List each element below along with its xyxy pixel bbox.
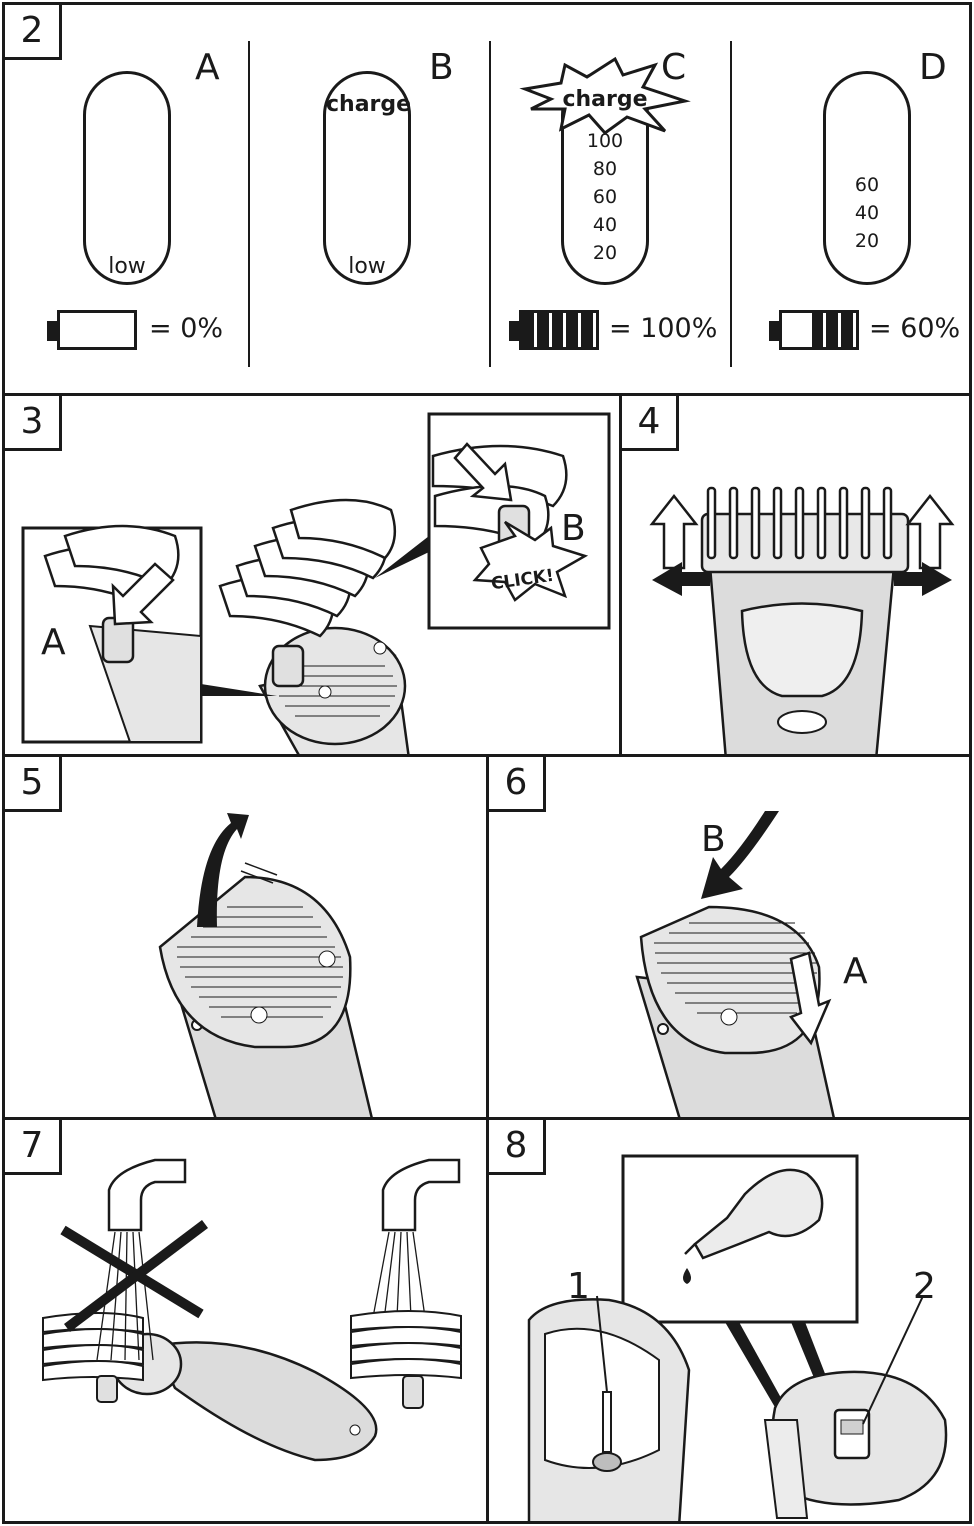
divider: [730, 41, 732, 367]
battery-segment: [841, 313, 853, 347]
level-40: 40: [592, 214, 618, 236]
level-60: 60: [592, 186, 618, 208]
level-100: 100: [586, 130, 624, 152]
panel-number: 8: [489, 1120, 546, 1175]
step-label-a: A: [41, 622, 66, 663]
low-label: low: [108, 254, 146, 279]
comb-remove-illustration: [649, 486, 955, 754]
battery-segment: [782, 313, 794, 347]
indicator-display: charge low: [323, 71, 411, 285]
battery-percentage: = 0%: [149, 313, 224, 344]
panel-8: 8 1 2: [486, 1117, 972, 1524]
panel-number: 5: [5, 757, 62, 812]
panel-number: 3: [5, 396, 62, 451]
battery-segment: [826, 313, 839, 347]
battery-segment: [119, 313, 131, 347]
step-label-a: A: [843, 951, 868, 992]
battery-segment: [811, 313, 824, 347]
panel-3: 3: [2, 393, 622, 757]
level-20: 20: [854, 230, 880, 252]
blade-attach-illustration: [635, 811, 835, 1117]
battery-segment: [60, 313, 72, 347]
panel-number: 6: [489, 757, 546, 812]
battery-percentage: = 100%: [609, 313, 718, 344]
panel-2: 2 A low = 0% B charge low C 100 80 60 40…: [2, 2, 972, 396]
oil-point-label-1: 1: [567, 1266, 590, 1307]
divider: [248, 41, 250, 367]
level-40: 40: [854, 202, 880, 224]
low-label: low: [348, 254, 386, 279]
battery-segment: [75, 313, 87, 347]
battery-segment: [90, 313, 102, 347]
cell-letter: C: [661, 47, 687, 88]
panel-4: 4: [619, 393, 972, 757]
panel-number: 7: [5, 1120, 62, 1175]
level-80: 80: [592, 158, 618, 180]
panel-number: 2: [5, 5, 62, 60]
battery-segment: [566, 313, 579, 347]
panel-7: 7: [2, 1117, 489, 1524]
indicator-display: 60 40 20: [823, 71, 911, 285]
battery-segment: [536, 313, 549, 347]
charge-label: charge: [326, 92, 412, 117]
panel-6: 6 B A: [486, 754, 972, 1120]
battery-segment: [797, 313, 809, 347]
step-label-b: B: [701, 819, 726, 860]
battery-segment: [581, 313, 593, 347]
battery-segment: [551, 313, 564, 347]
indicator-display: low: [83, 71, 171, 285]
charge-label: charge: [562, 87, 648, 112]
level-60: 60: [854, 174, 880, 196]
comb-attach-illustration: [21, 412, 611, 754]
cell-letter: A: [195, 47, 220, 88]
battery-percentage: = 60%: [869, 313, 961, 344]
oil-illustration: [527, 1154, 948, 1521]
cell-letter: D: [919, 47, 947, 88]
divider: [489, 41, 491, 367]
battery-segment: [522, 313, 534, 347]
level-20: 20: [592, 242, 618, 264]
panel-5: 5: [2, 754, 489, 1120]
battery-segment: [104, 313, 116, 347]
rinse-illustration: [42, 1158, 462, 1462]
panel-number: 4: [622, 396, 679, 451]
oil-point-label-2: 2: [913, 1266, 936, 1307]
cell-letter: B: [429, 47, 454, 88]
step-label-b: B: [561, 508, 586, 549]
blade-remove-illustration: [158, 813, 373, 1117]
